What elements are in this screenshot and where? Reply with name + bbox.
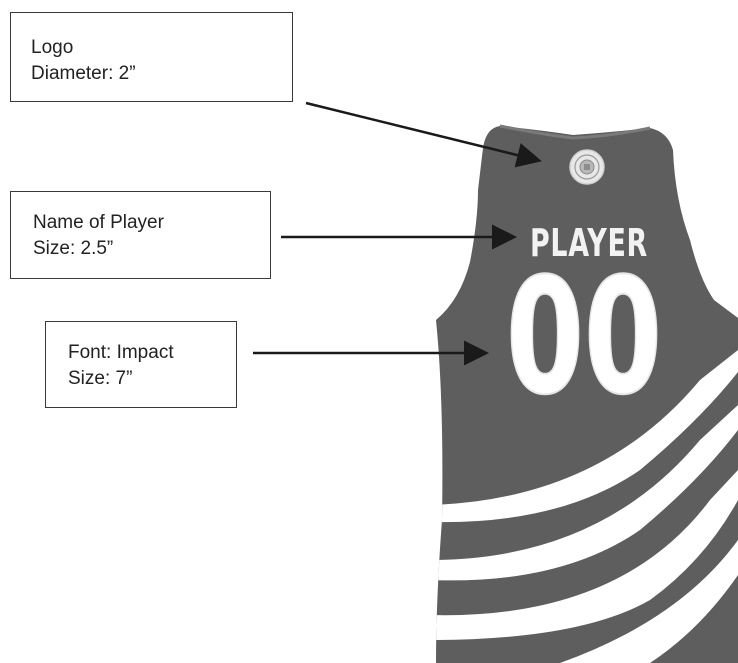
- jersey-collar: [499, 124, 651, 140]
- player-name-callout-title: Name of Player: [33, 212, 164, 233]
- number-font-callout-size: Size: 7”: [68, 368, 133, 389]
- logo-callout-title: Logo: [31, 37, 74, 58]
- number-font-callout-box: Font: Impact Size: 7”: [45, 321, 237, 408]
- svg-text:00: 00: [506, 243, 662, 430]
- jersey-body: [436, 126, 738, 663]
- jersey-stripes: [436, 350, 738, 663]
- stripe-4: [560, 540, 738, 663]
- jersey-number: 00: [505, 242, 663, 431]
- stripe-1: [436, 350, 738, 523]
- player-name-callout-size: Size: 2.5”: [33, 238, 114, 259]
- stripe-2: [436, 405, 738, 581]
- player-name-callout-box: Name of Player Size: 2.5”: [10, 191, 271, 279]
- logo-callout-box: Logo Diameter: 2”: [10, 12, 293, 102]
- stripe-3: [436, 470, 738, 640]
- jersey-player-name: PLAYER: [530, 221, 648, 265]
- round-seal-logo: [569, 149, 605, 185]
- number-font-callout-title: Font: Impact: [68, 342, 174, 363]
- logo-callout-diameter: Diameter: 2”: [31, 63, 136, 84]
- jersey-illustration: PLAYER 00: [436, 124, 738, 663]
- arrow-to-logo: [305, 101, 542, 168]
